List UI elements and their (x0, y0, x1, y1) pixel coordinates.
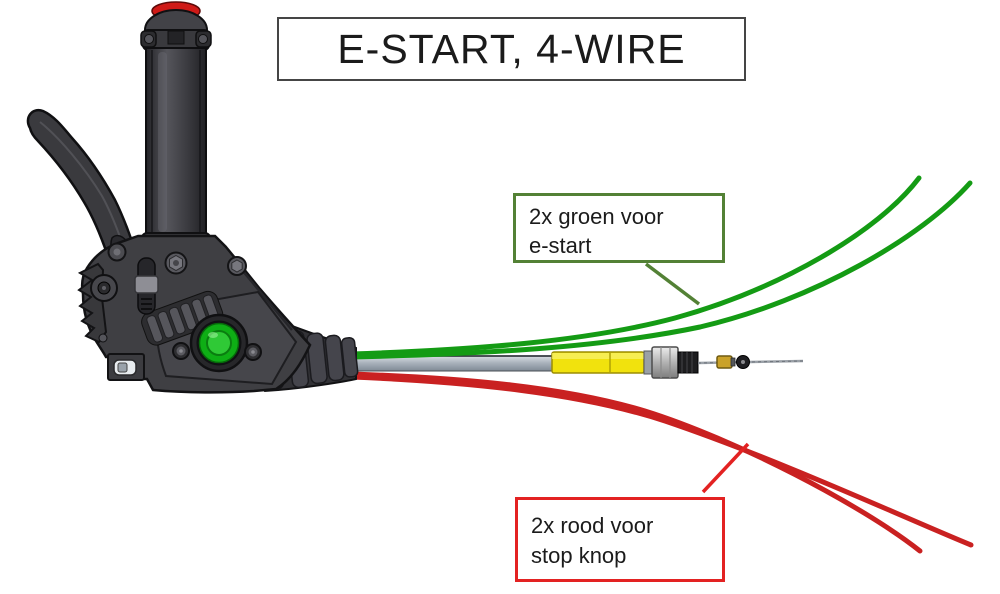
clamp-bolt (164, 251, 188, 275)
inner-cable (697, 359, 804, 365)
green-label-line1: 2x groen voor (529, 204, 664, 229)
red-wire-1 (349, 371, 923, 554)
green-wire-1 (349, 175, 922, 357)
green-label-line2: e-start (529, 233, 592, 258)
red-label-line2: stop knop (531, 543, 627, 568)
control-body (77, 234, 312, 394)
adjuster-nut (651, 346, 679, 379)
leader-line-green (644, 262, 701, 306)
e-start-button (189, 313, 249, 373)
diagram-title: E-START, 4-WIRE (337, 26, 686, 72)
green-wire-2 (349, 180, 973, 360)
red-label-line1: 2x rood voor (531, 513, 654, 538)
grip-cylinder (145, 47, 207, 236)
adjuster-slider (134, 257, 159, 315)
green-label-box: 2x groen voor e-start (513, 193, 725, 263)
cable-ferrule (716, 355, 733, 369)
leader-line-red (701, 442, 750, 494)
title-box: E-START, 4-WIRE (277, 17, 746, 81)
body-bolt (227, 256, 247, 276)
red-wire-2 (349, 374, 974, 548)
red-label-box: 2x rood voor stop knop (515, 497, 725, 582)
grip (139, 1, 213, 258)
adjuster-barrel (677, 351, 699, 374)
mount-bracket (107, 353, 145, 381)
